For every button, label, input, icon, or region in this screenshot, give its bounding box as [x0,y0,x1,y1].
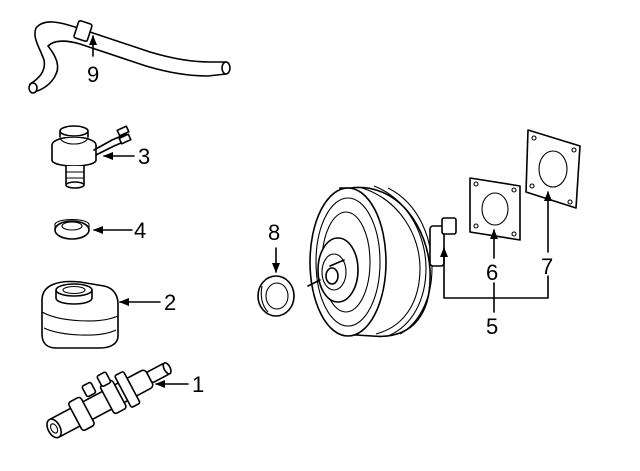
master-cylinder [46,362,172,439]
callout-1: 1 [192,372,204,397]
vacuum-hose [28,19,231,94]
callout-3: 3 [138,144,150,169]
booster-gasket-small [469,177,521,241]
callout-2: 2 [164,290,176,315]
callout-9: 9 [87,62,99,87]
callout-5: 5 [486,314,498,339]
booster-gasket-large [525,129,581,209]
reservoir-seal [54,218,90,240]
reservoir-cap [51,125,132,189]
callout-6: 6 [486,260,498,285]
leader-lines [89,35,552,388]
callout-7: 7 [541,254,553,279]
callout-labels: 9 3 4 2 1 8 6 7 5 [87,62,553,397]
fluid-reservoir [41,280,119,349]
booster-grommet [257,275,295,317]
callout-4: 4 [134,218,146,243]
callout-8: 8 [268,220,280,245]
brake-booster [307,185,457,338]
